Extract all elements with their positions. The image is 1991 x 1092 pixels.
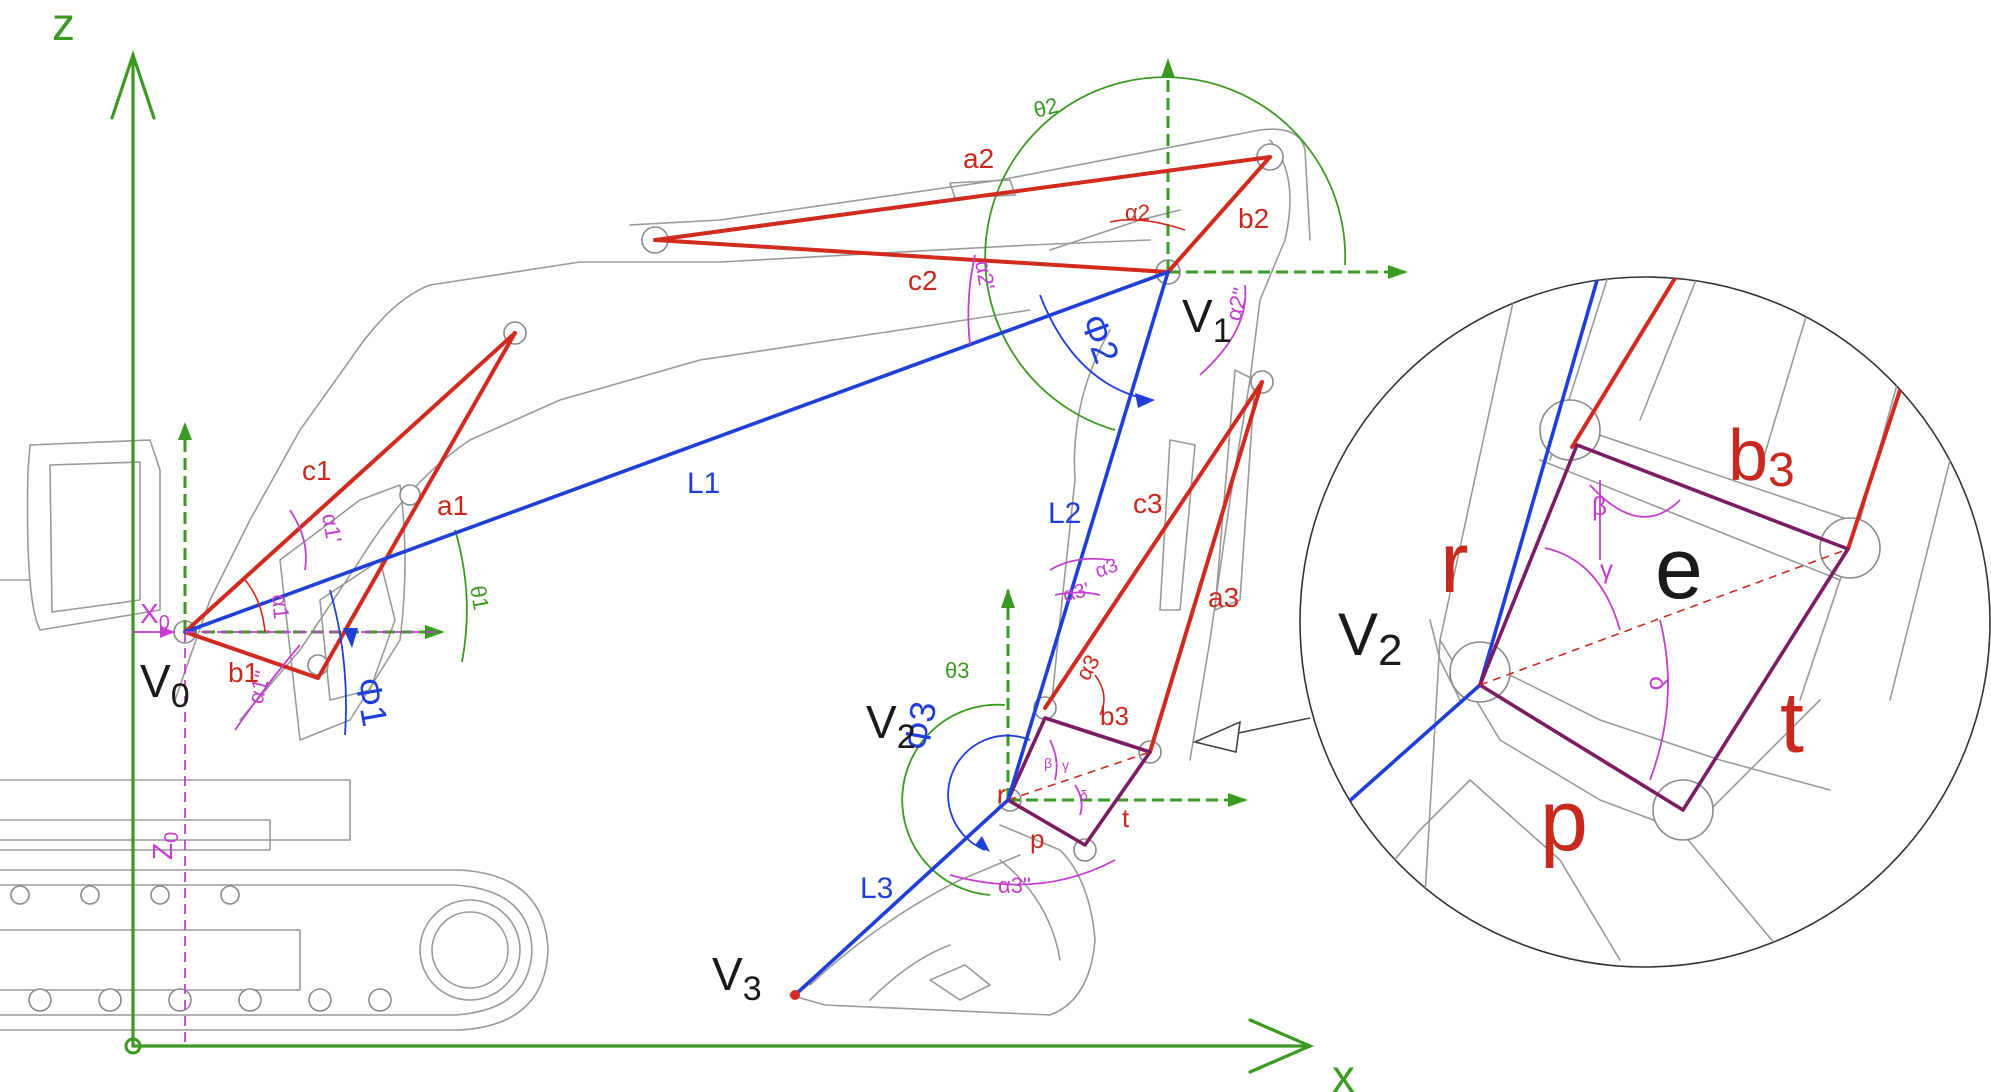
phi3-label: Φ3: [896, 698, 945, 753]
v1-label: V1: [1182, 290, 1232, 350]
side-labels: c1 a1 b1 a2 c2 b2 c3 a3 b3 r t p X0 Z0: [140, 143, 1269, 860]
v3-label: V3: [712, 948, 762, 1008]
global-axes: z x: [52, 0, 1355, 1092]
alpha2p-label: α2': [970, 259, 1000, 292]
excavator-outline: [0, 128, 1311, 1031]
inset-callout: [1192, 717, 1311, 753]
kinematic-links: [183, 270, 1170, 1000]
delta-small-label: δ: [1080, 787, 1088, 803]
l3-label: L3: [860, 872, 893, 905]
c2-label: c2: [908, 265, 938, 296]
l1-label: L1: [687, 467, 720, 500]
x-axis-label: x: [1332, 1050, 1355, 1092]
local-frames: [133, 58, 1408, 1046]
alpha1-label: α1: [267, 593, 294, 620]
side-c1: [183, 331, 517, 634]
phi2-label: Φ2: [1072, 309, 1127, 369]
inset-t-label: t: [1780, 675, 1804, 771]
vertex-labels: V0 V1 V2 V3: [140, 290, 1232, 1008]
theta2-label: θ2: [1031, 92, 1061, 122]
z-axis-label: z: [52, 0, 75, 50]
x0-label: X0: [140, 598, 170, 634]
c1-label: c1: [302, 455, 332, 486]
link-labels: L1 L2 L3: [687, 467, 1081, 905]
theta1-label: θ1: [465, 584, 494, 612]
l2-label: L2: [1048, 497, 1081, 530]
alpha-arcs: α1 α1' α1" α2' α2 α2" α3' α3 α3 α3" β γ …: [234, 200, 1253, 898]
z0-label: Z0: [147, 832, 183, 860]
b3-label: b3: [1100, 701, 1129, 731]
theta1-arc: [454, 529, 468, 663]
gamma-small-label: γ: [1062, 757, 1069, 773]
r-label: r: [997, 779, 1006, 809]
side-b2: [1166, 155, 1272, 274]
p-label: p: [1030, 824, 1044, 854]
phi3-arc: [947, 734, 1031, 851]
t-label: t: [1122, 803, 1130, 833]
theta-arcs: θ1 θ2 θ3: [454, 76, 1347, 896]
a1-label: a1: [437, 490, 468, 521]
beta-small-label: β: [1044, 755, 1052, 771]
side-b1: [183, 630, 320, 680]
side-a3: [1148, 380, 1264, 754]
inset-p-label: p: [1540, 773, 1588, 869]
side-a1: [316, 331, 517, 680]
bucket-linkage: [1006, 716, 1152, 847]
x-axis-arrowhead: [1248, 1018, 1315, 1074]
cylinder-triangles: [183, 155, 1272, 754]
track-rollers: [10, 885, 521, 1012]
c3-label: c3: [1133, 488, 1163, 519]
phi1-arc: [329, 589, 347, 736]
alpha1p-label: α1': [317, 512, 347, 545]
z-axis-arrowhead: [110, 49, 156, 120]
phi1-label: Φ1: [347, 674, 396, 729]
alpha3p-label: α3': [1061, 579, 1092, 607]
inset-delta-label: δ: [1644, 676, 1674, 690]
a2-label: a2: [963, 143, 994, 174]
inset-r-label: r: [1440, 515, 1469, 611]
inset-gamma-label: γ: [1600, 554, 1613, 584]
theta2-arc: [984, 76, 1347, 431]
theta3-arc: [901, 703, 1006, 896]
side-a2: [653, 155, 1272, 242]
side-c2: [653, 238, 1170, 274]
alpha3pp-label: α3": [998, 873, 1031, 898]
inset-beta-label: β: [1592, 491, 1607, 521]
link-l3: [793, 798, 1010, 997]
b2-label: b2: [1238, 203, 1269, 234]
theta3-label: θ3: [945, 658, 969, 683]
link-l2: [1006, 270, 1170, 802]
v0-label: V0: [140, 655, 190, 715]
link-l1: [183, 270, 1170, 634]
side-c3: [1043, 380, 1264, 710]
inset-e-label: e: [1655, 521, 1703, 617]
b1-label: b1: [228, 657, 259, 688]
alpha2-label: α2: [1125, 200, 1150, 225]
phi2-arc: [1039, 294, 1151, 401]
a3-label: a3: [1208, 582, 1239, 613]
detail-inset: r b3 e V2 t p β γ δ: [1299, 276, 1991, 968]
alpha3-label: α3: [1071, 650, 1105, 684]
